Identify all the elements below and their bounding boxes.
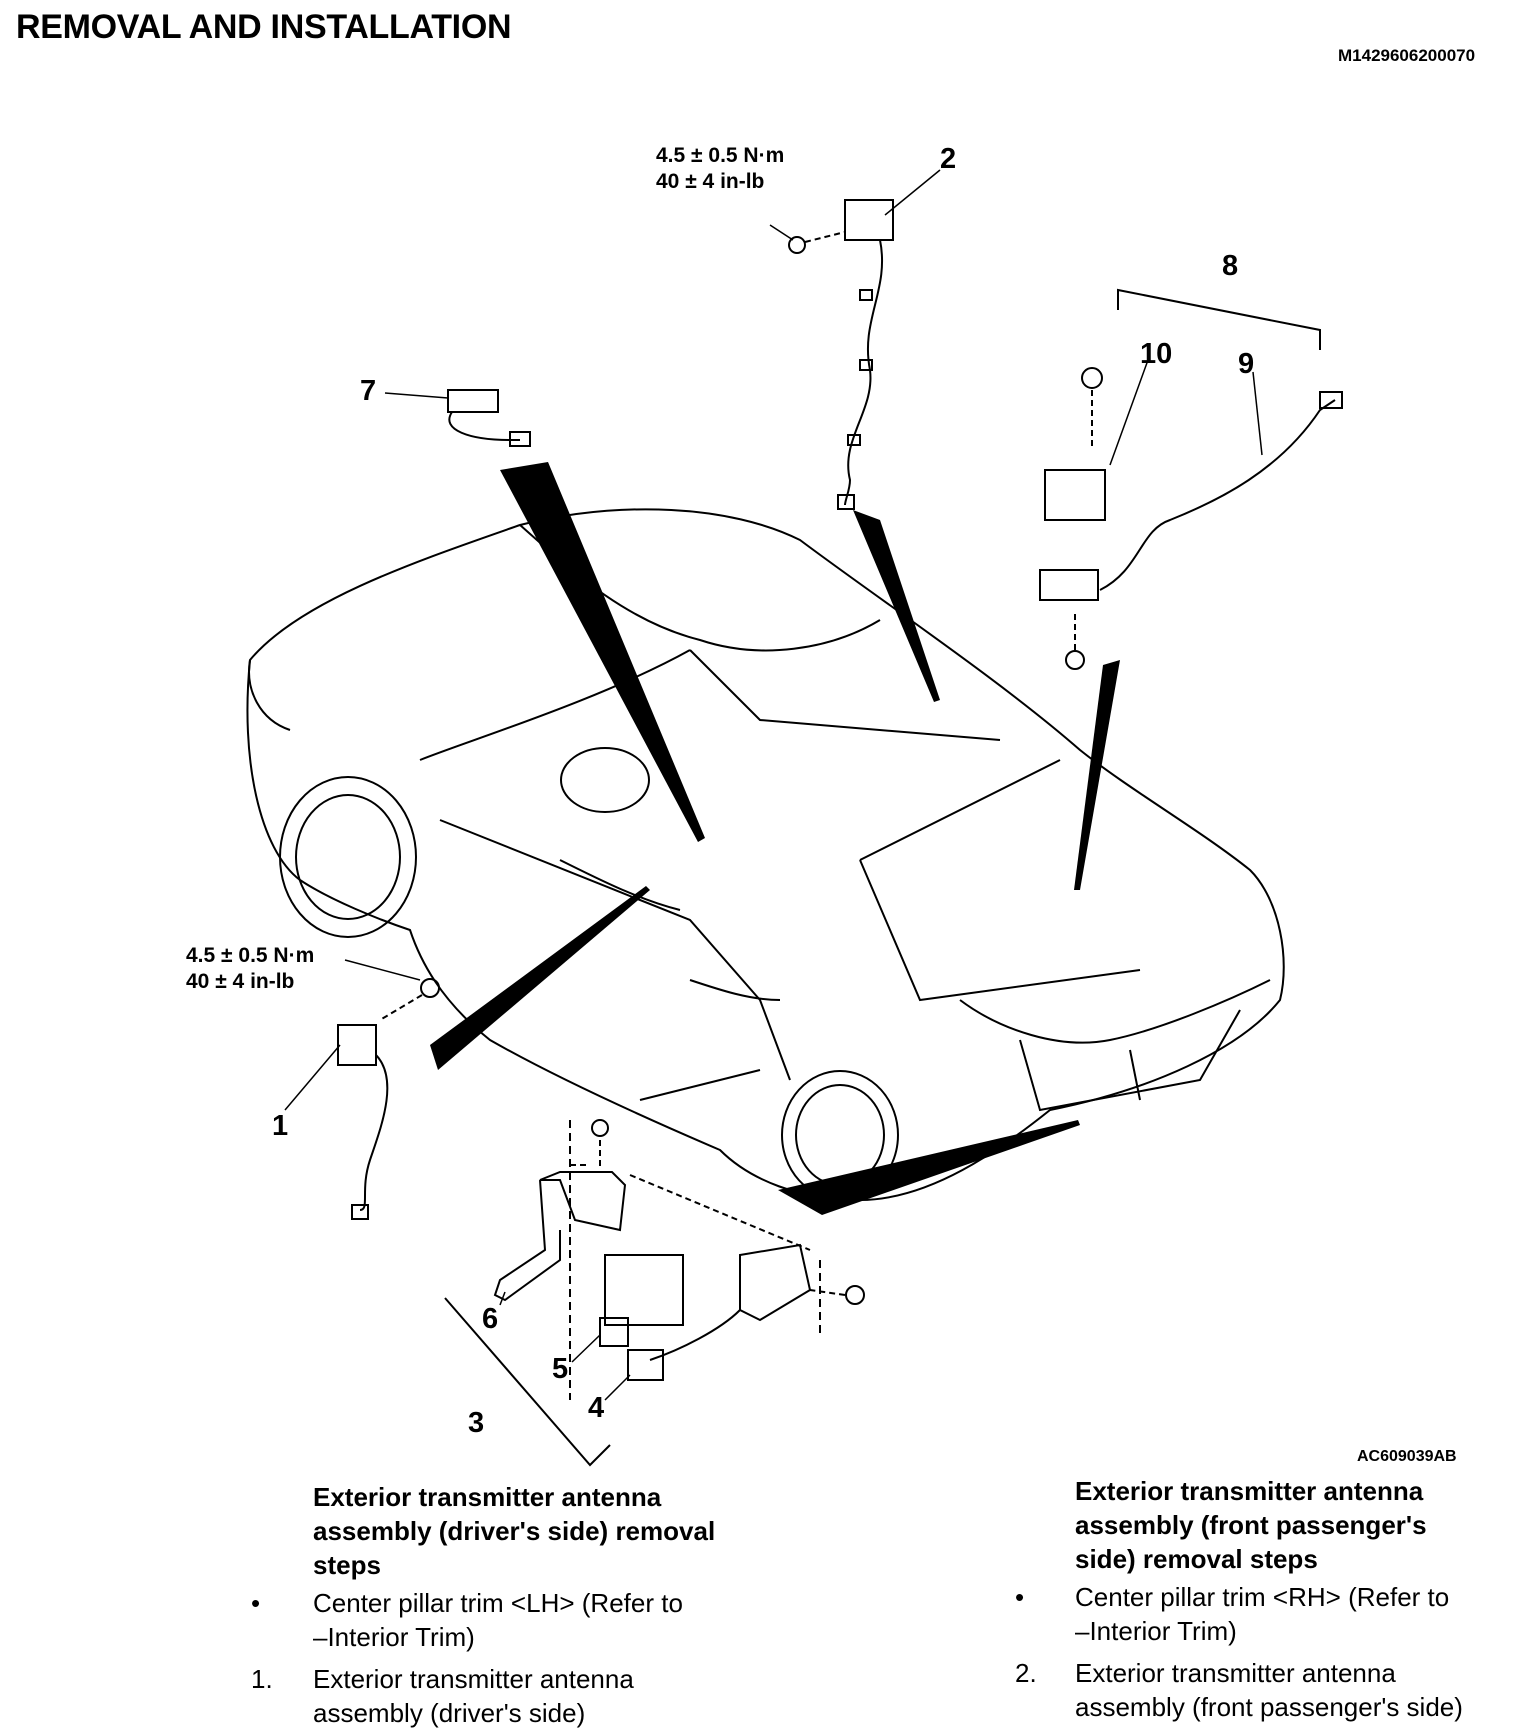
- callout-5: 5: [552, 1353, 568, 1385]
- figure-code: AC609039AB: [1357, 1448, 1457, 1465]
- bullet-marker: •: [251, 1588, 261, 1618]
- antenna-7: [447, 389, 531, 447]
- bullet-marker: •: [1015, 1582, 1025, 1612]
- passenger-step-2: 2. Exterior transmitter antenna assembly…: [1015, 1658, 1463, 1722]
- callout-4: 4: [588, 1392, 604, 1424]
- callout-8: 8: [1222, 250, 1238, 282]
- driver-step-prep: • Center pillar trim <LH> (Refer to –Int…: [251, 1588, 683, 1652]
- torque-left-line1: 4.5 ± 0.5 N·m: [186, 944, 314, 967]
- page-title: REMOVAL AND INSTALLATION: [16, 8, 512, 46]
- antenna-2: [788, 199, 894, 510]
- antenna-8: [1039, 288, 1343, 670]
- callout-3: 3: [468, 1407, 484, 1439]
- bracket-assembly: [493, 1119, 865, 1400]
- callout-10: 10: [1140, 338, 1172, 370]
- callout-1: 1: [272, 1110, 288, 1142]
- torque-top-line1: 4.5 ± 0.5 N·m: [656, 144, 784, 167]
- document-id: M1429606200070: [1338, 46, 1476, 65]
- car-outline: [246, 508, 1285, 1202]
- step-number: 1.: [251, 1664, 273, 1694]
- torque-top-line2: 40 ± 4 in-lb: [656, 170, 764, 193]
- antenna-1: [337, 978, 440, 1220]
- callout-6: 6: [482, 1303, 498, 1335]
- torque-left-line2: 40 ± 4 in-lb: [186, 970, 294, 993]
- callout-labels: 1 2 3 4 5 6 7 8 9 10: [272, 143, 1254, 1439]
- callout-2: 2: [940, 143, 956, 175]
- driver-side-heading: Exterior transmitter antenna assembly (d…: [313, 1482, 716, 1580]
- driver-step-1: 1. Exterior transmitter antenna assembly…: [251, 1664, 634, 1728]
- passenger-step-prep: • Center pillar trim <RH> (Refer to –Int…: [1015, 1582, 1450, 1646]
- step-number: 2.: [1015, 1658, 1037, 1688]
- callout-7: 7: [360, 375, 376, 407]
- passenger-side-heading: Exterior transmitter antenna assembly (f…: [1075, 1476, 1427, 1574]
- callout-9: 9: [1238, 348, 1254, 380]
- driver-side-section: Exterior transmitter antenna assembly (d…: [251, 1480, 793, 1730]
- passenger-side-section: Exterior transmitter antenna assembly (f…: [1015, 1474, 1520, 1724]
